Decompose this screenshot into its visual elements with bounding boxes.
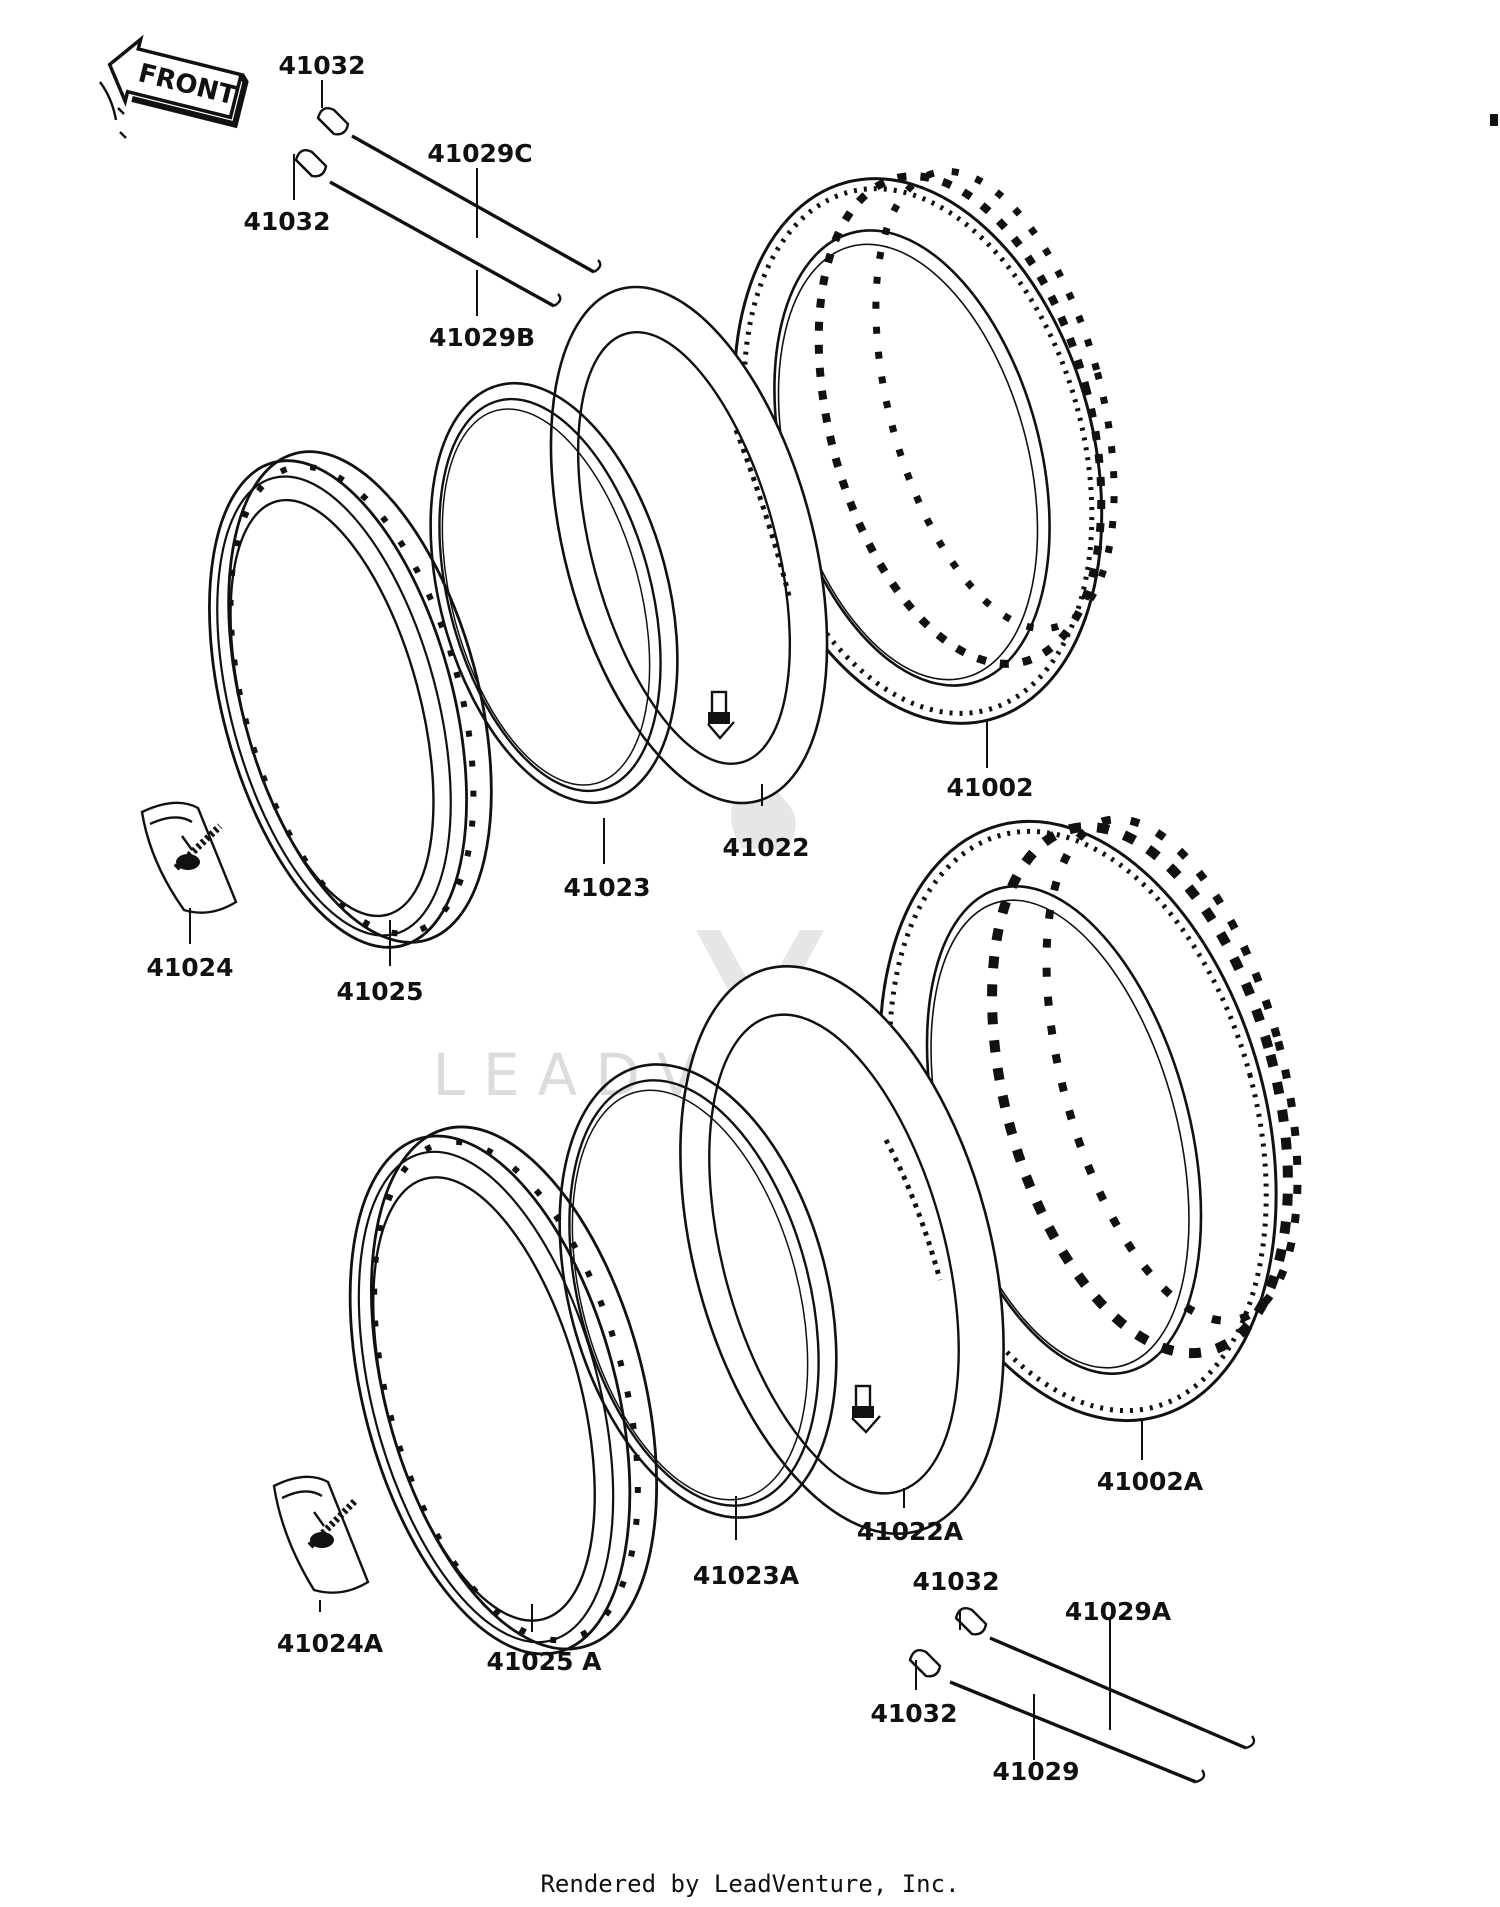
label-41025A: 41025 A	[486, 1647, 602, 1676]
spoke-41029	[949, 1680, 1206, 1784]
footer-credit: Rendered by LeadVenture, Inc.	[540, 1870, 959, 1898]
rim-band-41023A	[558, 1063, 838, 1519]
spoke-41029A	[989, 1636, 1256, 1750]
label-41029B: 41029B	[429, 323, 535, 352]
label-41029C: 41029C	[427, 139, 532, 168]
label-41023A: 41023A	[693, 1561, 800, 1590]
valve-stem-41022	[707, 690, 735, 740]
tube-41022	[549, 285, 829, 805]
rim-lock-41024	[140, 801, 238, 914]
label-41032-a: 41032	[279, 51, 366, 80]
label-41002: 41002	[947, 773, 1034, 802]
rim-lock-41024A	[272, 1475, 370, 1594]
tire-41002	[732, 167, 1118, 725]
spoke-41029B	[329, 180, 562, 308]
label-41029A: 41029A	[1065, 1597, 1172, 1626]
front-arrow: FRONT	[99, 34, 249, 139]
spoke-41029C	[351, 134, 602, 274]
label-41002A: 41002A	[1097, 1467, 1204, 1496]
rim-band-41023	[429, 381, 679, 805]
tube-41022A	[679, 965, 1005, 1535]
label-41025: 41025	[337, 977, 424, 1006]
label-41022A: 41022A	[857, 1517, 964, 1546]
scan-mark	[1490, 114, 1498, 126]
nipple-41032-upper-a	[316, 107, 350, 136]
part-labels: 41032 41029C 41032 41029B 41002 41022 41…	[147, 51, 1204, 1786]
rim-41025	[208, 450, 493, 949]
label-41024: 41024	[147, 953, 234, 982]
label-41024A: 41024A	[277, 1629, 384, 1658]
nipple-41032-lower-b	[908, 1649, 942, 1678]
rim-41025A	[348, 1125, 659, 1656]
label-41022: 41022	[723, 833, 810, 862]
label-41029: 41029	[993, 1757, 1080, 1786]
nipple-41032-upper-b	[294, 149, 328, 178]
valve-stem-41022A	[851, 1384, 881, 1434]
label-41032-c: 41032	[913, 1567, 1000, 1596]
label-41032-b: 41032	[244, 207, 331, 236]
label-41023: 41023	[564, 873, 651, 902]
leader-lines	[189, 80, 1143, 1760]
label-41032-d: 41032	[871, 1699, 958, 1728]
